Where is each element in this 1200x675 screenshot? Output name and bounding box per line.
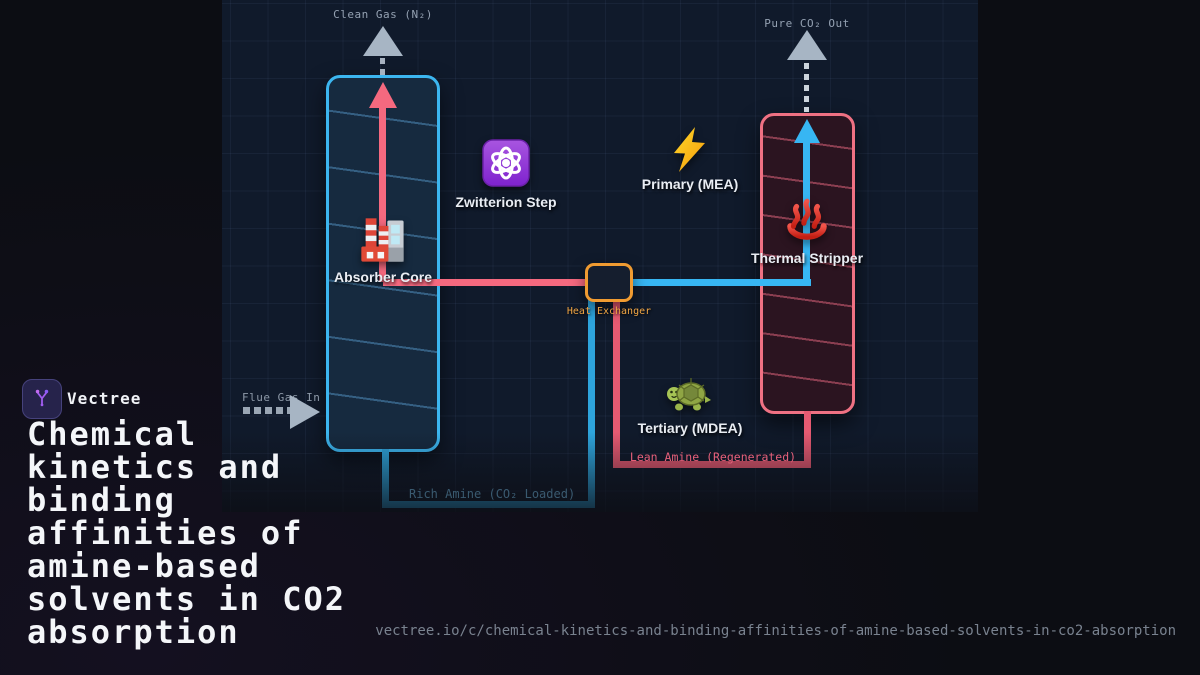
- blue-up-arrow-icon: [794, 119, 820, 143]
- flue-gas-right-arrow-icon: [290, 395, 320, 429]
- primary-mea-label: Primary (MEA): [641, 176, 739, 192]
- pink-up-arrow-icon: [369, 82, 397, 108]
- vectree-logo: [22, 379, 62, 419]
- flue-gas-dashed-stem: [243, 407, 293, 414]
- thermal-stripper-label: Thermal Stripper: [750, 250, 864, 266]
- absorber-label: Absorber Core: [333, 269, 433, 285]
- title-line: Chemical: [27, 415, 198, 453]
- title-line: absorption: [27, 613, 240, 651]
- rich-amine-label: Rich Amine (CO₂ Loaded): [409, 487, 576, 501]
- pipe-heat-exchanger-to-stripper: [629, 279, 811, 286]
- atom-icon: [482, 139, 530, 191]
- page-title: Chemical kinetics and binding affinities…: [27, 418, 359, 649]
- title-line: affinities of: [27, 514, 304, 552]
- footer-url: vectree.io/c/chemical-kinetics-and-bindi…: [375, 623, 1176, 639]
- lightning-icon: [666, 126, 714, 178]
- absorber-internal-riser: [379, 106, 386, 282]
- heat-exchanger-label: Heat Exchanger: [566, 306, 652, 317]
- title-line: solvents in CO2: [27, 580, 346, 618]
- tertiary-mdea-label: Tertiary (MDEA): [637, 420, 743, 436]
- clean-gas-dashed-stem: [380, 58, 385, 75]
- brand-name: Vectree: [67, 389, 142, 408]
- pure-co2-label: Pure CO₂ Out: [764, 17, 850, 30]
- zwitterion-label: Zwitterion Step: [455, 194, 557, 210]
- pipe-absorber-to-heat-exchanger: [383, 279, 587, 286]
- title-line: amine-based: [27, 547, 261, 585]
- heat-exchanger-box: [585, 263, 633, 302]
- clean-gas-label: Clean Gas (N₂): [333, 8, 433, 21]
- vectree-branch-icon: [29, 384, 55, 414]
- turtle-icon: [664, 368, 712, 420]
- clean-gas-up-arrow-icon: [363, 26, 403, 56]
- title-line: binding: [27, 481, 176, 519]
- panel-fade: [222, 432, 978, 512]
- lean-amine-pipe-down: [613, 299, 620, 468]
- pure-co2-up-arrow-icon: [787, 30, 827, 60]
- factory-icon: [357, 214, 409, 270]
- rich-amine-pipe-up: [588, 299, 595, 508]
- hot-springs-icon: [782, 194, 832, 248]
- pure-co2-dashed-stem: [804, 63, 809, 112]
- title-line: kinetics and: [27, 448, 283, 486]
- lean-amine-label: Lean Amine (Regenerated): [629, 450, 797, 464]
